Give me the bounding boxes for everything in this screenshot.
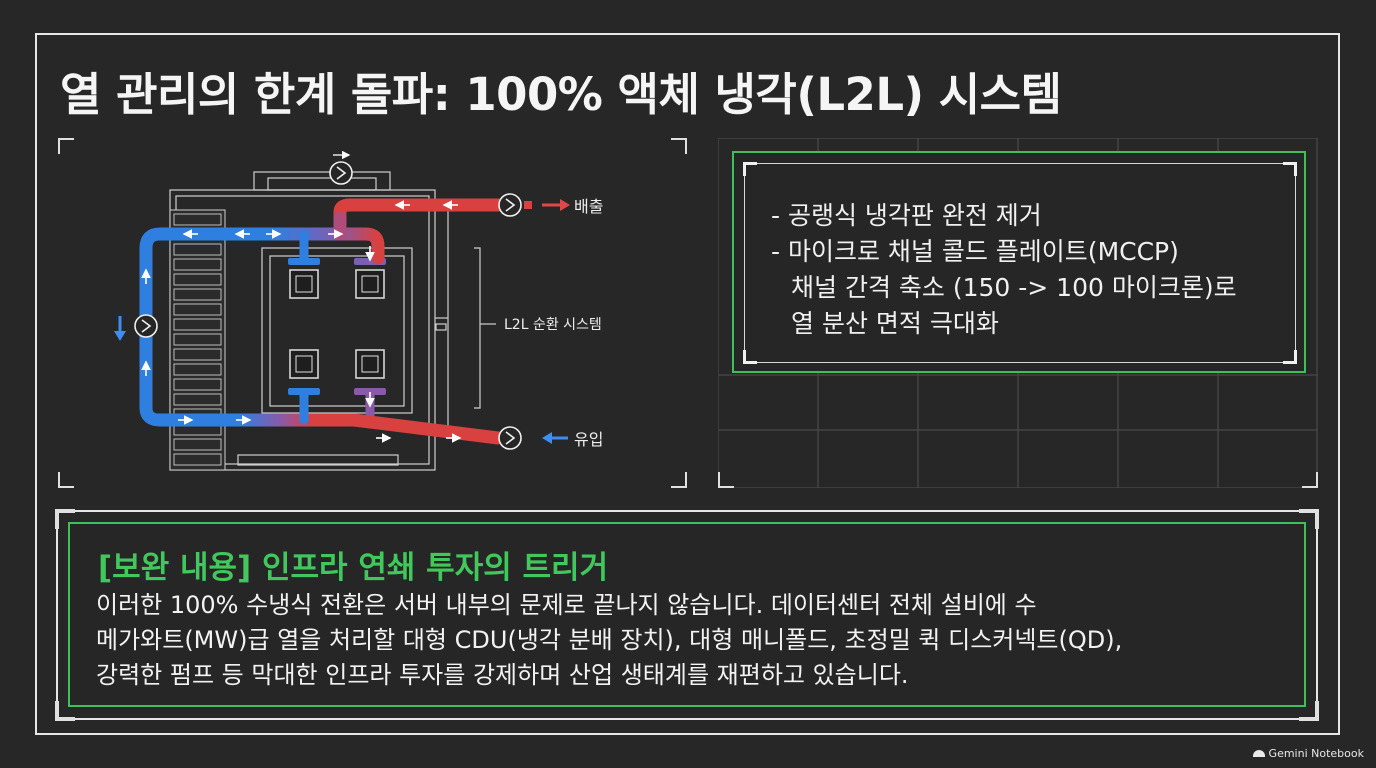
slide-frame xyxy=(35,33,1340,735)
gpu-chips xyxy=(289,269,385,379)
rack-drawer xyxy=(173,453,222,466)
callout-title: [보완 내용] 인프라 연쇄 투자의 트리거 xyxy=(98,550,609,586)
inlet-arrow xyxy=(542,432,568,444)
rack-drawers xyxy=(169,209,226,471)
bullet-inner-frame: - 공랭식 냉각판 완전 제거 - 마이크로 채널 콜드 플레이트(MCCP) … xyxy=(743,162,1297,364)
callout-frame xyxy=(55,509,1319,721)
callout-box: [보완 내용] 인프라 연쇄 투자의 트리거 이러한 100% 수냉식 전환은 … xyxy=(68,522,1306,707)
outlet-valve xyxy=(524,201,532,209)
bullet-card: - 공랭식 냉각판 완전 제거 - 마이크로 채널 콜드 플레이트(MCCP) … xyxy=(732,151,1306,373)
rack-drawer xyxy=(173,378,222,391)
rack-drawer xyxy=(173,393,222,406)
callout-line: 강력한 펌프 등 막대한 인프라 투자를 강제하며 산업 생태계를 재편하고 있… xyxy=(96,661,909,689)
diagram-panel: 배출 유입 L2L 순환 시스템 xyxy=(58,138,687,488)
rack-drawer xyxy=(173,348,222,361)
coolant-loop xyxy=(139,198,505,445)
bullet-item: - 마이크로 채널 콜드 플레이트(MCCP) xyxy=(771,237,1179,266)
gemini-logo-icon xyxy=(1252,750,1265,757)
inlet-label: 유입 xyxy=(574,430,603,449)
rack-drawer xyxy=(173,363,222,376)
l2l-diagram: 배출 유입 L2L 순환 시스템 xyxy=(114,150,603,471)
callout-line: 메가와트(MW)급 열을 처리할 대형 CDU(냉각 분배 장치), 대형 매니… xyxy=(96,626,1123,654)
callout-line: 이러한 100% 수냉식 전환은 서버 내부의 문제로 끝나지 않습니다. 데이… xyxy=(96,591,1037,619)
callout-body: 이러한 100% 수냉식 전환은 서버 내부의 문제로 끝나지 않습니다. 데이… xyxy=(96,588,1122,693)
rack-drawer xyxy=(173,288,222,301)
rack-drawer xyxy=(173,438,222,451)
left-down-arrow xyxy=(114,316,126,341)
page-title: 열 관리의 한계 돌파: 100% 액체 냉각(L2L) 시스템 xyxy=(60,68,1062,121)
bullet-item: - 공랭식 냉각판 완전 제거 xyxy=(771,201,1042,230)
bullet-panel: - 공랭식 냉각판 완전 제거 - 마이크로 채널 콜드 플레이트(MCCP) … xyxy=(718,138,1318,488)
compute-board xyxy=(261,247,413,414)
server-chassis xyxy=(169,171,449,471)
rack-drawer xyxy=(173,333,222,346)
rack-drawer xyxy=(173,318,222,331)
outlet-label: 배출 xyxy=(574,197,603,216)
pump-icons xyxy=(134,161,522,450)
watermark: Gemini Notebook xyxy=(1252,747,1364,760)
system-bracket xyxy=(474,247,496,409)
rack-drawer xyxy=(173,273,222,286)
rack-drawer xyxy=(173,243,222,256)
system-label: L2L 순환 시스템 xyxy=(504,317,602,333)
rack-drawer xyxy=(173,258,222,271)
outlet-arrow xyxy=(542,199,570,211)
rack-drawer xyxy=(173,303,222,316)
rack-drawer xyxy=(173,213,222,226)
bullet-list: - 공랭식 냉각판 완전 제거 - 마이크로 채널 콜드 플레이트(MCCP) … xyxy=(771,198,1237,342)
bullet-continuation: 열 분산 면적 극대화 xyxy=(791,309,999,338)
bullet-continuation: 채널 간격 축소 (150 -> 100 마이크론)로 xyxy=(791,273,1237,302)
flow-arrows xyxy=(141,200,462,443)
